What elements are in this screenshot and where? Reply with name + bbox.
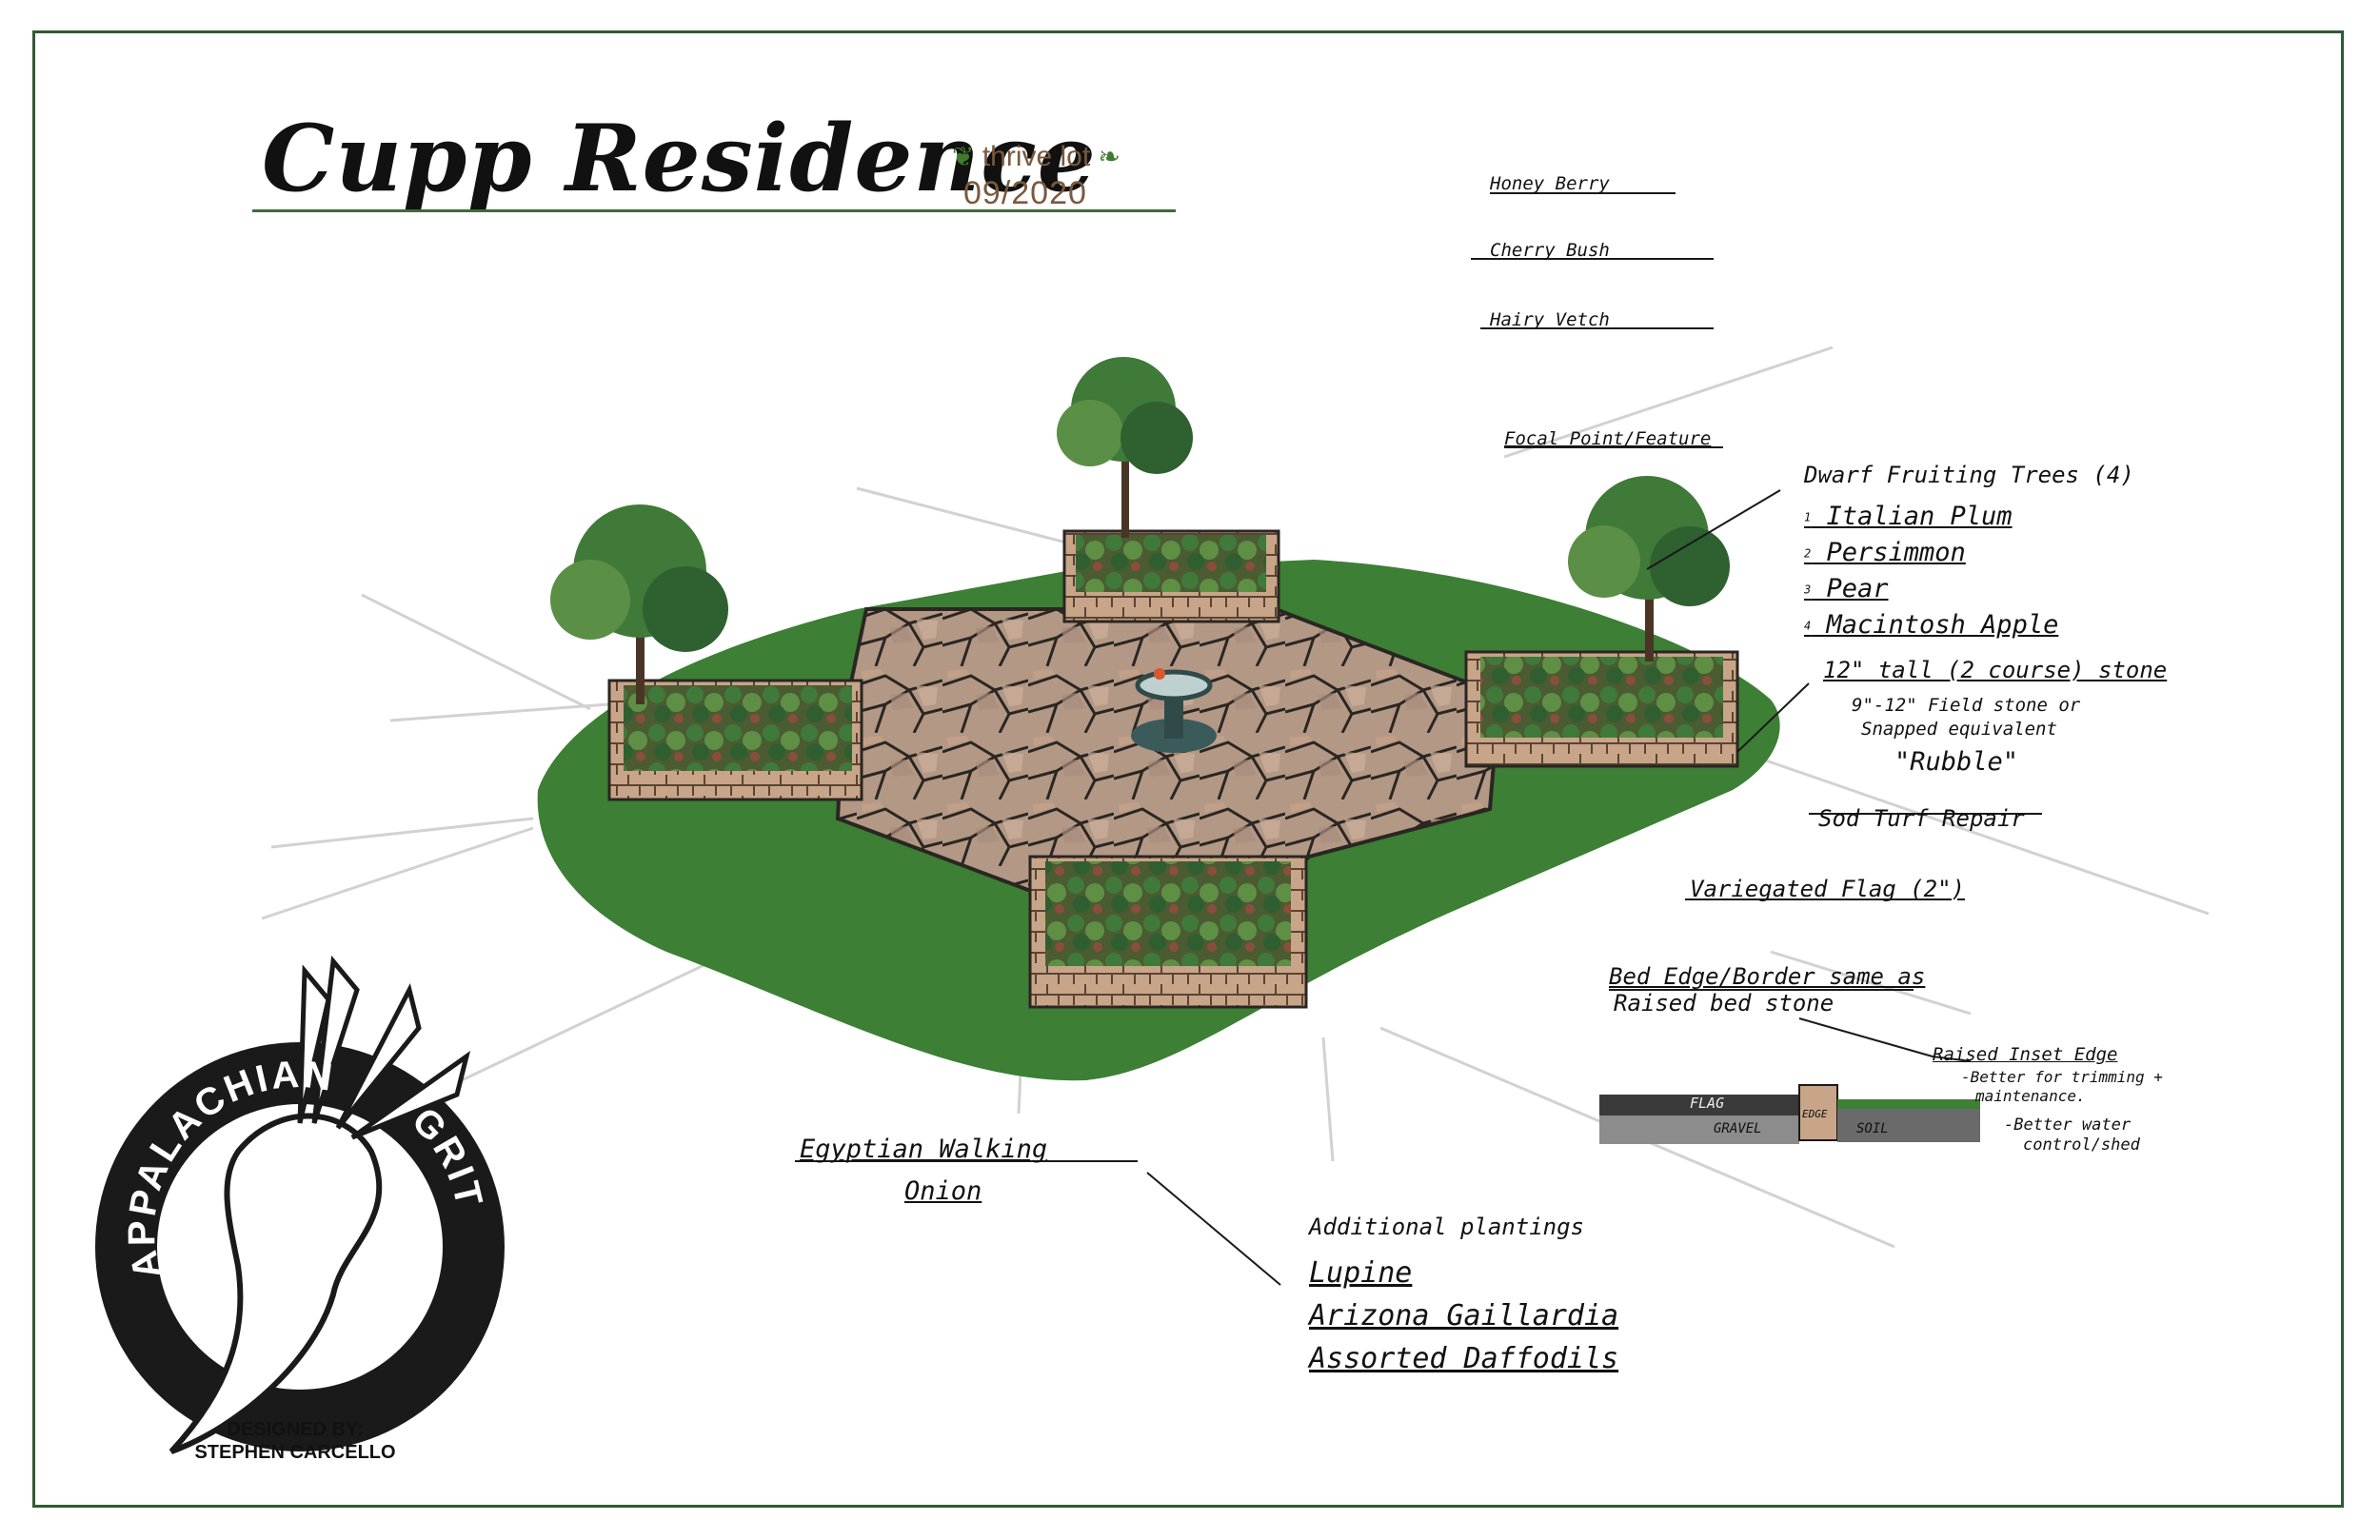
label-focal-point: Focal Point/Feature [1504,428,1712,449]
designer-credit: DESIGNED BY: STEPHEN CARCELLO [152,1418,438,1464]
leaf-icon: ❦ [952,142,975,171]
label-cherry-bush: Cherry Bush [1490,240,1610,261]
label-inset-note-2: maintenance. [1975,1087,2086,1105]
title-underline [252,209,1176,212]
label-honey-berry: Honey Berry [1490,173,1610,194]
brand-label: ❦ thrive lot ❧ [952,141,1121,173]
planting-daffodils: Assorted Daffodils [1309,1342,1619,1375]
tree-number: 3 [1804,582,1812,597]
label-rubble: "Rubble" [1894,747,2019,777]
plan-date: 09/2020 [963,175,1087,211]
label-additional-plantings: Additional plantings [1309,1214,1584,1240]
designer-name: STEPHEN CARCELLO [194,1442,396,1463]
label-sod: Sod Turf Repair [1818,805,2025,832]
planting-lupine: Lupine [1309,1256,1413,1290]
tree-number: 1 [1804,510,1812,524]
raised-inset-edge-section [1599,1084,1980,1144]
label-flag: Variegated Flag (2") [1690,876,1965,902]
callout-lines [795,192,2042,1286]
label-inset-note-4: control/shed [2023,1135,2140,1155]
label-field-stone-2: Snapped equivalent [1861,719,2057,740]
section-soil-label: SOIL [1856,1121,1889,1136]
tree-number: 2 [1804,546,1812,561]
drawing-frame [32,30,2344,1508]
planting-gaillardia: Arizona Gaillardia [1309,1299,1619,1333]
label-tree-4: 4 Macintosh Apple [1804,610,2058,640]
leaf-icon: ❧ [1098,142,1121,171]
fruit-tree-left [550,504,728,704]
label-tree-2: 2 Persimmon [1804,538,1966,567]
label-hairy-vetch: Hairy Vetch [1490,309,1610,330]
section-edge-label: EDGE [1802,1108,1828,1120]
raised-bed-bottom [1028,855,1308,1009]
raised-bed-right [1464,650,1739,768]
label-onion: Egyptian Walking [800,1135,1048,1164]
label-inset-note-3: -Better water [2004,1116,2132,1135]
fruit-tree-top [1057,357,1193,538]
label-tree-3: 3 Pear [1804,574,1889,603]
label-bed-edge: Bed Edge/Border same as [1609,963,1926,990]
tree-name: Persimmon [1826,538,1966,567]
label-stone-height: 12" tall (2 course) stone [1823,657,2168,683]
label-bed-edge-2: Raised bed stone [1614,990,1835,1017]
page-title: Cupp Residence [262,105,1097,212]
section-flag-label: FLAG [1690,1095,1725,1112]
label-field-stone: 9"-12" Field stone or [1852,695,2081,716]
birdbath-focal-point [1131,668,1217,753]
designed-by-label: DESIGNED BY: [227,1419,364,1440]
raised-bed-left [607,679,863,801]
tree-name: Pear [1826,574,1889,603]
label-inset-edge: Raised Inset Edge [1933,1044,2118,1065]
section-gravel-label: GRAVEL [1714,1121,1762,1136]
tree-number: 4 [1804,619,1812,633]
label-dwarf-trees: Dwarf Fruiting Trees (4) [1804,462,2134,488]
raised-bed-top [1062,529,1280,623]
label-inset-note-1: -Better for trimming + [1961,1068,2163,1086]
brand-text: thrive lot [982,141,1091,172]
label-tree-1: 1 Italian Plum [1804,502,2013,531]
fruit-tree-right [1568,476,1730,661]
guide-lines [261,346,2210,1249]
appalachian-grit-logo: APPALACHIAN GRIT [95,955,505,1454]
label-onion-2: Onion [904,1176,982,1206]
tree-name: Italian Plum [1826,502,2013,531]
tree-name: Macintosh Apple [1826,610,2059,640]
